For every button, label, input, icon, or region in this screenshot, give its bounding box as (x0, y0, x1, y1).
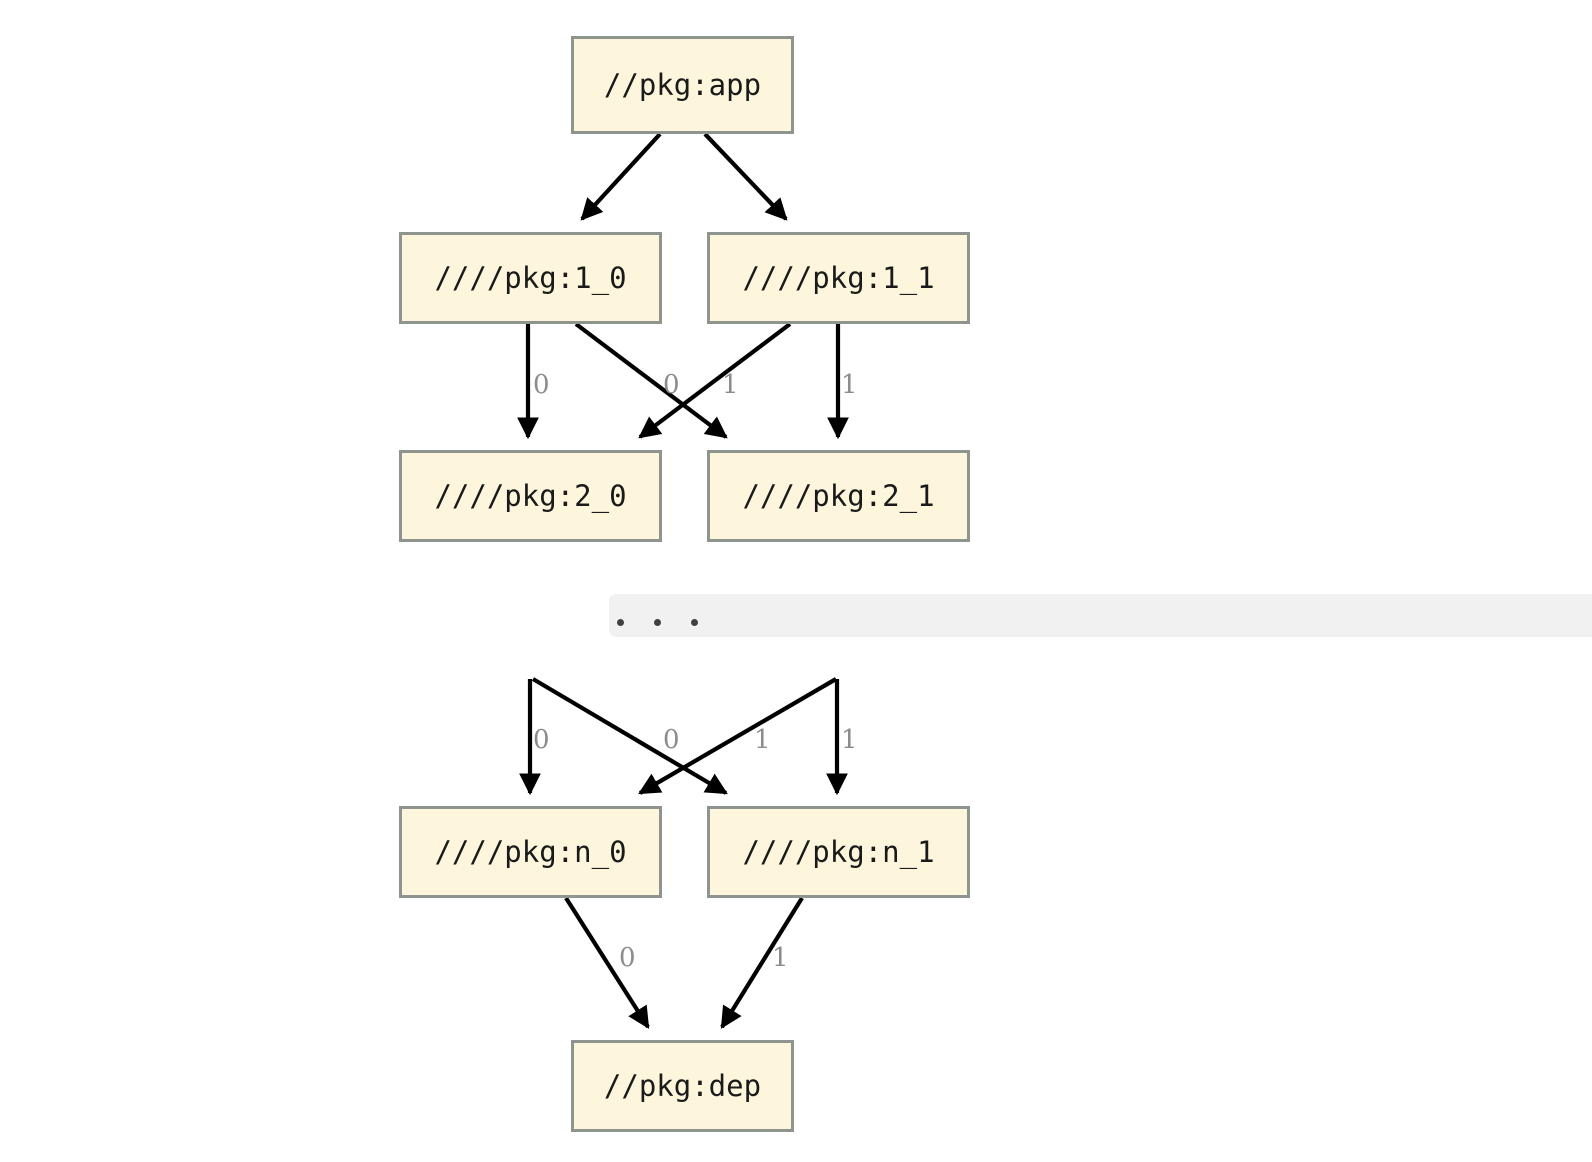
edge-label-above-n_0: 0 (533, 725, 550, 755)
node-pkg-dep[interactable]: //pkg:dep (571, 1040, 794, 1132)
node-label: ////pkg:1_1 (742, 260, 935, 295)
node-label: ////pkg:2_1 (742, 478, 935, 513)
edge-label-above-n_1-straight: 1 (841, 725, 858, 755)
node-pkg-app[interactable]: //pkg:app (571, 36, 794, 134)
node-pkg-2_0[interactable]: ////pkg:2_0 (399, 450, 662, 542)
edge-label-1_0-2_0: 0 (533, 370, 550, 400)
node-label: ////pkg:n_0 (434, 834, 627, 869)
node-pkg-n_1[interactable]: ////pkg:n_1 (707, 806, 970, 898)
node-pkg-n_0[interactable]: ////pkg:n_0 (399, 806, 662, 898)
edge-1_1-to-2_0 (638, 322, 792, 439)
edge-label-1_1-2_0: 1 (722, 370, 739, 400)
edge-n_1-to-dep (720, 896, 804, 1029)
node-pkg-1_0[interactable]: ////pkg:1_0 (399, 232, 662, 324)
node-label: //pkg:dep (603, 1068, 762, 1103)
node-pkg-1_1[interactable]: ////pkg:1_1 (707, 232, 970, 324)
ellipsis-separator (609, 594, 1592, 637)
ellipsis-dot-3 (691, 619, 698, 626)
edge-app-to-1_1 (703, 132, 788, 221)
edge-n_0-to-dep (564, 896, 650, 1029)
node-label: ////pkg:n_1 (742, 834, 935, 869)
node-pkg-2_1[interactable]: ////pkg:2_1 (707, 450, 970, 542)
edge-above-to-n_1 (531, 677, 728, 795)
edge-label-n_0-dep: 0 (619, 943, 636, 973)
node-label: ////pkg:2_0 (434, 478, 627, 513)
node-label: ////pkg:1_0 (434, 260, 627, 295)
edge-label-n_1-dep: 1 (772, 943, 789, 973)
edge-label-above-n_1: 0 (663, 725, 680, 755)
edge-label-1_1-2_1: 1 (841, 370, 858, 400)
node-label: //pkg:app (603, 67, 762, 102)
edge-label-above-n_0-cross: 1 (754, 725, 771, 755)
edge-label-1_0-2_1: 0 (663, 370, 680, 400)
edge-app-to-1_0 (580, 132, 662, 221)
ellipsis-dot-2 (654, 619, 661, 626)
edge-above-to-n_0-cross (638, 677, 838, 795)
ellipsis-dot-1 (617, 619, 624, 626)
edge-1_0-to-2_1 (574, 322, 728, 439)
